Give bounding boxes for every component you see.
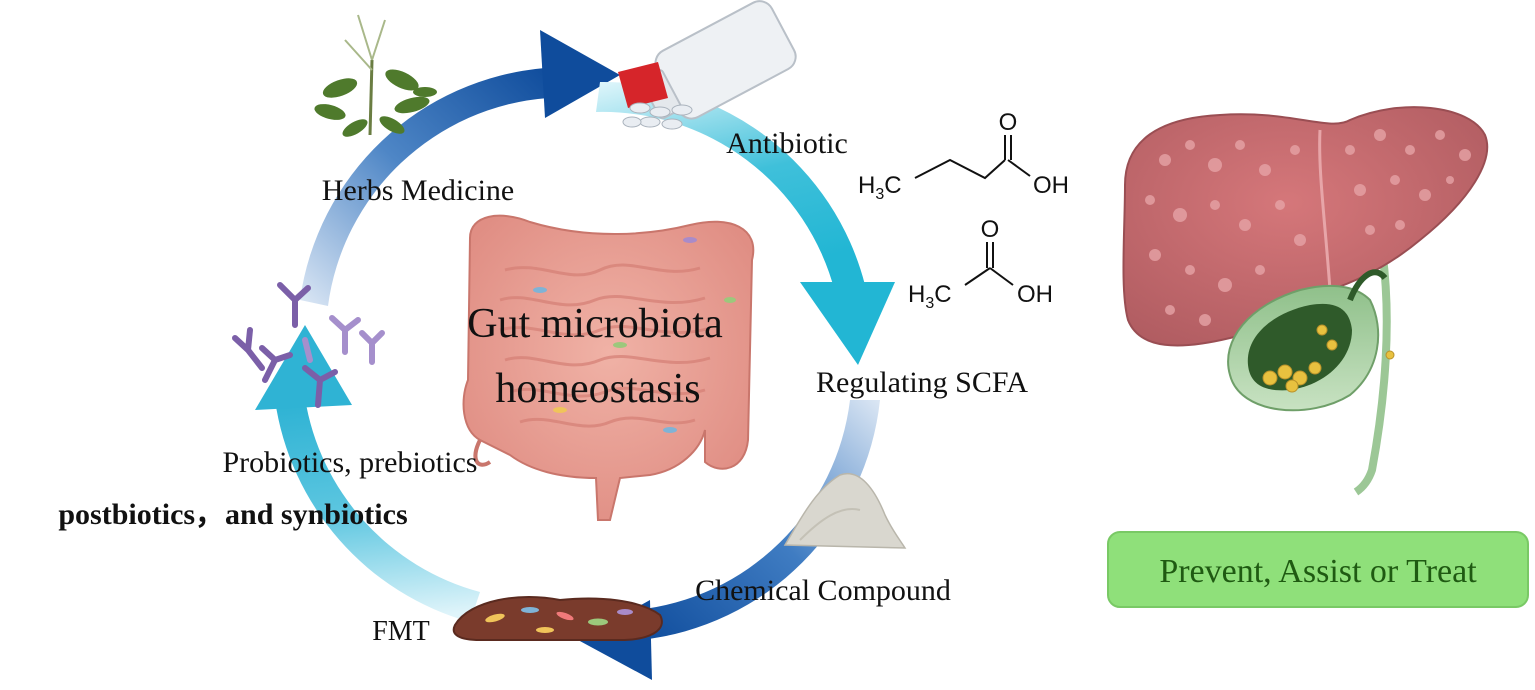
gallbladder-illustration xyxy=(1227,269,1395,412)
butyrate-sub: 3 xyxy=(875,186,884,203)
label-herbs-medicine: Herbs Medicine xyxy=(322,174,514,207)
fmt-stool-icon xyxy=(452,596,663,641)
outcome-box: Prevent, Assist or Treat xyxy=(1107,531,1529,608)
chemical-powder-icon xyxy=(783,472,907,549)
butyrate-carbonyl-o: O xyxy=(999,109,1018,136)
label-chemical-compound: Chemical Compound xyxy=(695,574,951,607)
herb-plant-icon xyxy=(314,14,437,137)
acetate-carbonyl-o: O xyxy=(981,216,1000,243)
center-title-line1: Gut microbiota xyxy=(467,301,723,347)
acetate-molecule xyxy=(964,242,1014,286)
arrow-antibiotic-to-scfa xyxy=(596,81,865,293)
arrowhead-right xyxy=(800,282,895,365)
acetate-methyl-label: H xyxy=(908,281,925,308)
outcome-label: Prevent, Assist or Treat xyxy=(1159,553,1477,590)
butyrate-c: C xyxy=(884,172,901,199)
butyrate-methyl-label: H xyxy=(858,172,875,199)
intestine-illustration xyxy=(462,214,755,521)
label-probiotics-line2: postbiotics，and synbiotics xyxy=(58,498,407,531)
arrowhead-top xyxy=(540,30,620,118)
butyrate-oh: OH xyxy=(1033,172,1069,199)
label-regulating-scfa: Regulating SCFA xyxy=(816,366,1028,399)
liver-illustration xyxy=(1122,106,1489,496)
probiotics-molecules-icon xyxy=(232,282,385,408)
acetate-oh: OH xyxy=(1017,281,1053,308)
butyrate-molecule xyxy=(914,135,1031,180)
center-title-line2: homeostasis xyxy=(495,366,700,412)
arrow-fmt-to-probiotics xyxy=(275,398,480,622)
acetate-c: C xyxy=(934,281,951,308)
butyrate-methyl: H3C xyxy=(858,172,902,203)
acetate-methyl: H3C xyxy=(908,281,952,312)
label-fmt: FMT xyxy=(372,616,430,647)
arrow-herbs-to-antibiotic xyxy=(300,68,548,306)
acetate-sub: 3 xyxy=(925,295,934,312)
antibiotic-bottle-icon xyxy=(618,0,797,130)
label-probiotics-line1: Probiotics, prebiotics xyxy=(223,446,478,479)
label-antibiotic: Antibiotic xyxy=(726,127,848,160)
